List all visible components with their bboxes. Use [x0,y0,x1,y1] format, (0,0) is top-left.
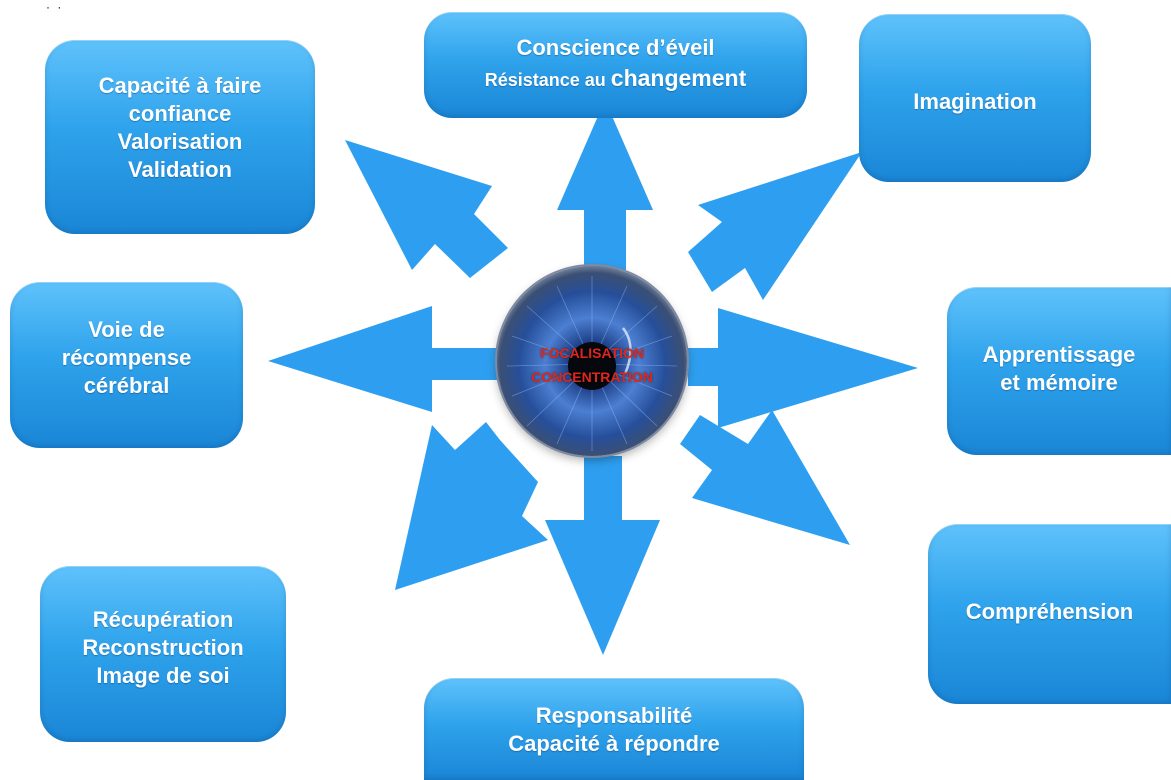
box-bottom-line1: Responsabilité [535,703,693,728]
box-top-line2a: Résistance au [484,70,611,91]
box-top-right: Imagination [859,14,1091,182]
box-bottom-line2: Capacité à répondre [508,731,720,757]
box-left: Voie de récompense cérébral [10,282,243,448]
box-top-left-line2: confiance [128,101,232,127]
eye-iris-image [497,266,687,456]
box-top-left: Capacité à faire confiance Valorisation … [45,40,315,234]
box-bottom-left-line3: Image de soi [96,663,230,689]
box-top-line1: Conscience d’éveil [516,35,715,60]
center-label-line1: FOCALISATION [540,345,644,361]
box-left-line2: récompense [61,345,192,371]
box-bottom-left: Récupération Reconstruction Image de soi [40,566,286,742]
box-top-left-line4: Validation [128,157,232,183]
center-label-line2: CONCENTRATION [531,369,653,385]
box-top: Conscience d’éveil Résistance au changem… [424,12,807,118]
arrow-right [688,308,918,428]
eye-circle: FOCALISATION CONCENTRATION [497,266,687,456]
box-left-line1: Voie de [88,317,165,342]
arrow-down-left [395,422,548,590]
box-left-line3: cérébral [83,373,170,399]
box-bottom: Responsabilité Capacité à répondre [424,678,804,780]
box-right-line1: Apprentissage [982,342,1136,367]
corner-mark: · · [46,0,64,14]
arrow-down [545,456,660,655]
box-right: Apprentissage et mémoire [947,287,1171,455]
arrow-down-right [680,410,850,545]
arrow-left [268,306,500,412]
box-right-line2: et mémoire [1000,370,1118,396]
box-top-left-line3: Valorisation [117,129,243,155]
box-bottom-right: Compréhension [928,524,1171,704]
box-top-left-line1: Capacité à faire [98,73,262,98]
box-top-right-label: Imagination [913,89,1037,114]
arrow-up [557,100,653,270]
box-bottom-right-label: Compréhension [965,599,1134,624]
box-bottom-left-line2: Reconstruction [82,635,244,661]
arrow-up-right [688,152,862,300]
box-top-line2: Résistance au changement [485,64,747,93]
box-top-line2b: changement [610,65,747,92]
box-bottom-left-line1: Récupération [92,607,234,632]
arrow-up-left [345,140,508,278]
